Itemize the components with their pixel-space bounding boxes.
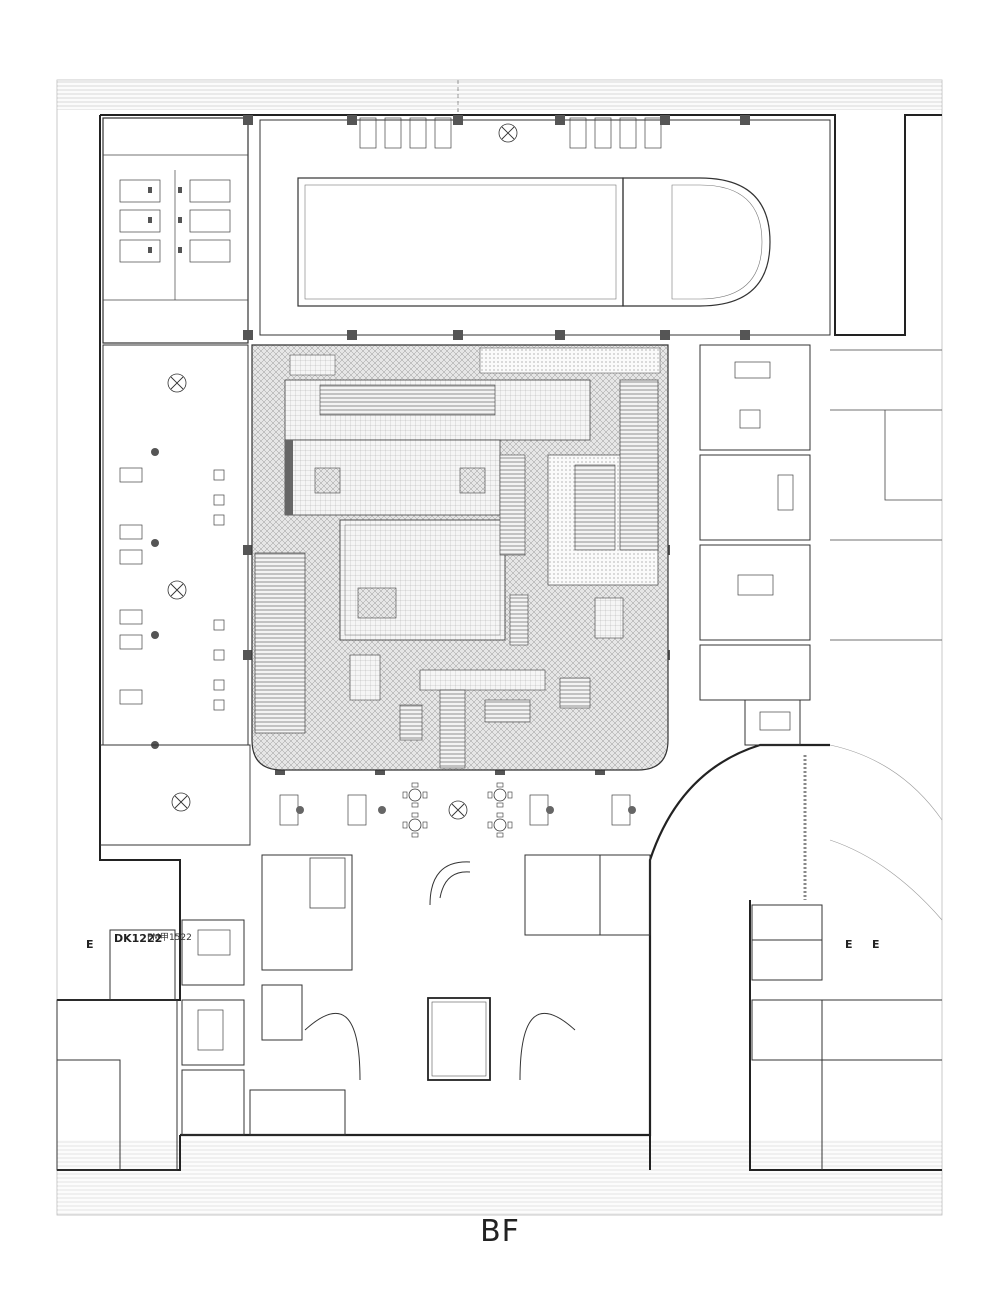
floor-label: BF: [480, 1214, 520, 1249]
exit-marker-right: E: [845, 938, 853, 951]
exit-marker: E: [86, 938, 94, 951]
fire-door-tag: FM甲1522: [147, 932, 192, 943]
exit-marker-right-2: E: [872, 938, 880, 951]
door-tag: DK1222: [114, 932, 162, 945]
